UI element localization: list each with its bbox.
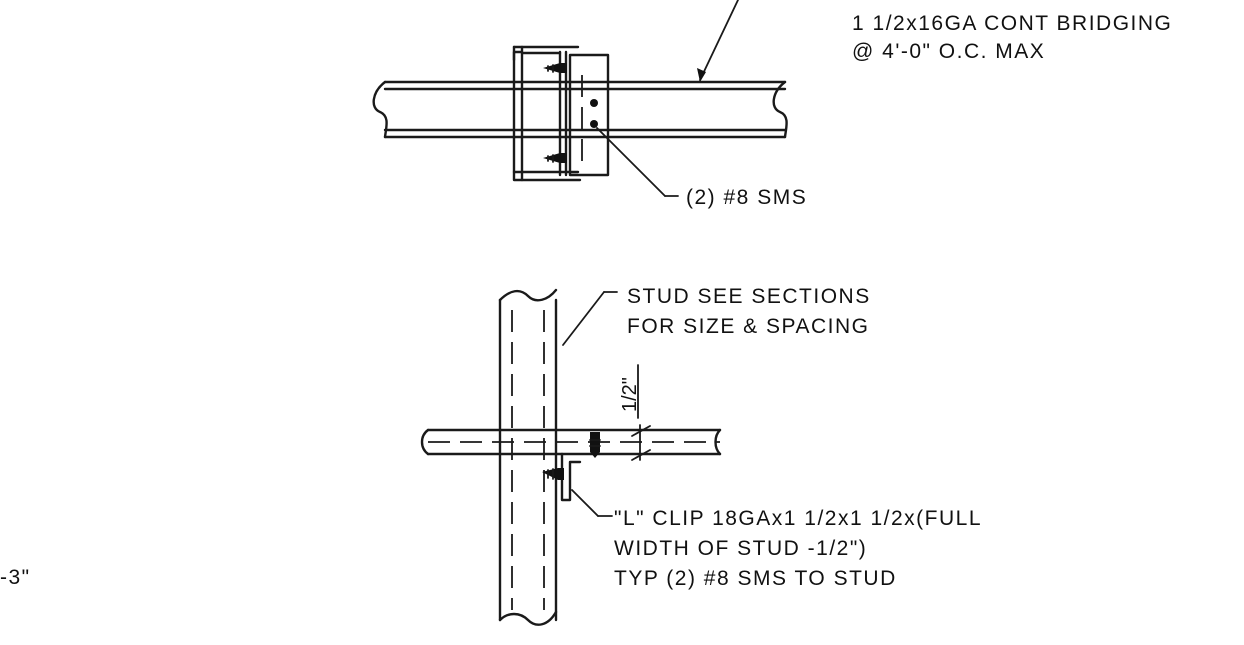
screw-top [543, 63, 567, 73]
screw-bottom [543, 153, 567, 163]
screws-note: (2) #8 SMS [686, 186, 807, 209]
vertical-stud [498, 288, 558, 626]
l-clip-detail: 1/2" STUD SEE SECTIONS FOR SIZE & SPACIN… [420, 285, 982, 626]
stud-note-line2: FOR SIZE & SPACING [627, 315, 869, 338]
clip-screw-horizontal [542, 468, 564, 480]
bridging-note-line2: @ 4'-0" O.C. MAX [852, 40, 1045, 63]
sms-dot [590, 99, 598, 107]
clip-screw-vertical [589, 432, 601, 458]
clip-plate [568, 53, 610, 177]
horizontal-bridging [420, 428, 722, 456]
stud-leader [562, 291, 618, 346]
dimension-label: 1/2" [619, 377, 641, 412]
clip-leader [571, 489, 613, 517]
bridging-leader [697, 0, 739, 82]
l-clip [560, 452, 582, 502]
bridging-note-line1: 1 1/2x16GA CONT BRIDGING [852, 12, 1172, 35]
stud-note-line1: STUD SEE SECTIONS [627, 285, 871, 308]
bridging-detail: 1 1/2x16GA CONT BRIDGING @ 4'-0" O.C. MA… [372, 0, 1172, 209]
clip-note-line2: WIDTH OF STUD -1/2") [614, 537, 867, 560]
clip-note-line3: TYP (2) #8 SMS TO STUD [614, 567, 897, 590]
bridging-channel [372, 80, 788, 139]
screws-leader [596, 127, 679, 197]
dimension-half-inch [631, 364, 651, 461]
margin-dimension-fragment: -3" [0, 566, 31, 589]
clip-note-line1: "L" CLIP 18GAx1 1/2x1 1/2x(FULL [614, 507, 982, 530]
sms-dot [590, 120, 598, 128]
